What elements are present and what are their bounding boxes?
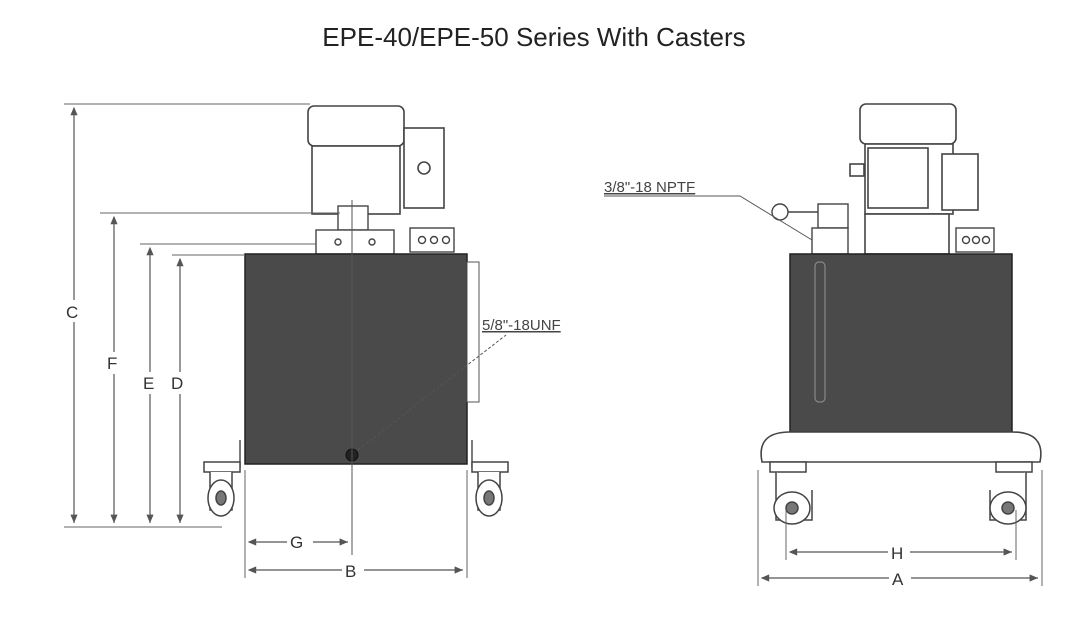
dim-label-a: A bbox=[892, 570, 904, 589]
front-view: C F E D G B 5/8"-18UNF bbox=[64, 103, 561, 581]
diagram-title: EPE-40/EPE-50 Series With Casters bbox=[322, 22, 746, 52]
manifold bbox=[315, 205, 455, 255]
dim-label-e: E bbox=[143, 374, 154, 393]
dim-label-h: H bbox=[891, 544, 903, 563]
dim-label-g: G bbox=[290, 533, 303, 552]
base-tray bbox=[760, 431, 1042, 463]
caster-left bbox=[203, 461, 241, 517]
caster-side-left bbox=[769, 461, 813, 525]
callout-port-thread: 5/8"-18UNF bbox=[482, 317, 561, 334]
caster-side-right bbox=[989, 461, 1033, 525]
motor-side bbox=[849, 103, 979, 255]
dim-label-f: F bbox=[107, 354, 117, 373]
reservoir-side bbox=[789, 253, 1013, 433]
reservoir bbox=[244, 253, 468, 465]
motor bbox=[307, 105, 445, 215]
dim-label-b: B bbox=[345, 562, 356, 581]
dim-label-c: C bbox=[66, 303, 78, 322]
callout-fill-port: 3/8"-18 NPTF bbox=[604, 179, 695, 196]
caster-right bbox=[471, 461, 509, 517]
dim-label-d: D bbox=[171, 374, 183, 393]
fill-port bbox=[771, 203, 849, 255]
side-view: H A 3/8"-18 NPTF bbox=[604, 103, 1043, 589]
